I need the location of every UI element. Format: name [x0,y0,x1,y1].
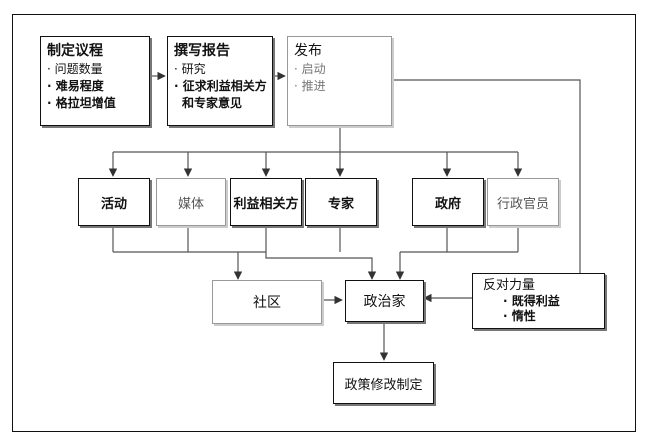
agenda-title: 制定议程 [47,43,103,59]
media-label: 媒体 [177,196,204,212]
government-box: 政府 [412,178,484,226]
agenda-box: 制定议程 · 问题数量 · 难易程度 · 格拉坦增值 [40,36,150,126]
publish-title: 发布 [294,43,322,59]
report-item: 和专家意见 [182,96,243,110]
activity-label: 活动 [100,196,127,212]
opposition-title: 反对力量 [483,278,536,293]
community-box: 社区 [212,280,322,324]
publish-box: 发布 · 启动 · 推进 [287,36,392,126]
policy-box: 政策修改制定 [333,362,434,404]
government-label: 政府 [434,196,461,212]
activity-box: 活动 [78,178,150,226]
agenda-item: · 难易程度 [47,79,104,93]
publish-item: · 启动 [294,62,326,76]
politician-label: 政治家 [363,294,406,310]
report-item: · 研究 [174,62,206,76]
opposition-box: 反对力量 · 既得利益 · 惰性 [472,273,605,329]
officials-box: 行政官员 [487,178,559,226]
line-stakeholders-politician [265,252,377,280]
media-box: 媒体 [156,178,226,226]
community-label: 社区 [253,295,281,311]
agenda-item: · 格拉坦增值 [47,96,116,110]
agenda-item: · 问题数量 [47,62,103,76]
report-item: · 征求利益相关方 [174,79,267,93]
policy-label: 政策修改制定 [344,377,423,393]
diagram-frame [12,14,636,432]
experts-label: 专家 [327,196,354,212]
stakeholders-box: 利益相关方 [230,178,302,226]
opposition-item: · 既得利益 [503,294,560,308]
stakeholders-label: 利益相关方 [233,196,299,212]
report-box: 撰写报告 · 研究 · 征求利益相关方 和专家意见 [167,36,273,126]
experts-box: 专家 [305,178,377,226]
report-title: 撰写报告 [174,43,230,59]
politician-box: 政治家 [345,280,424,322]
publish-item: · 推进 [294,79,326,93]
officials-label: 行政官员 [496,196,549,212]
opposition-item: · 惰性 [503,309,536,323]
